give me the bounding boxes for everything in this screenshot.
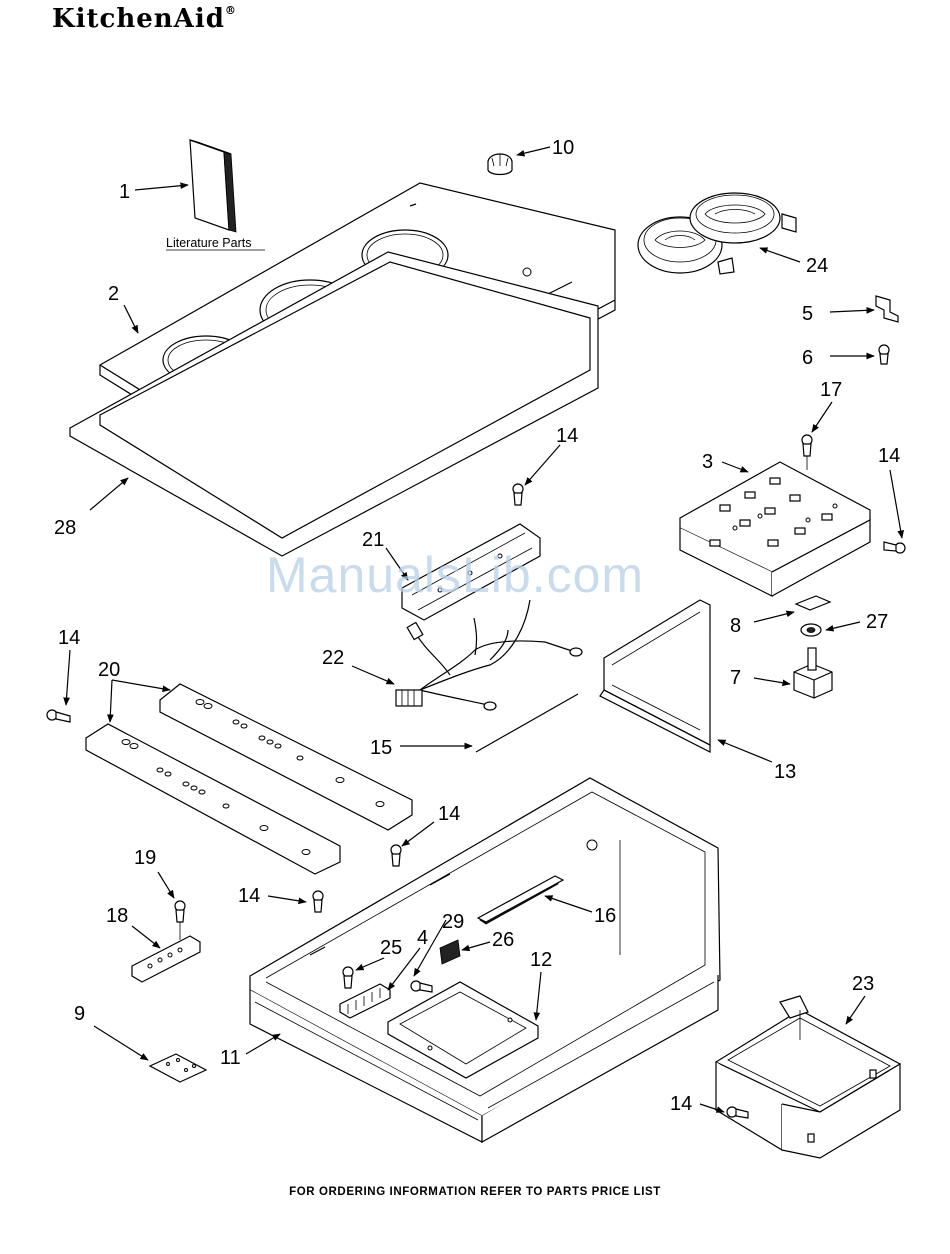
part-knob [488,154,512,175]
part-clip [876,296,898,322]
part-literature-booklet [190,140,236,232]
part-number-14-box: 14 [670,1093,692,1115]
part-number-29: 29 [442,911,464,933]
part-screw-6 [879,345,889,364]
part-brackets-20 [86,684,412,874]
part-box-23 [716,996,900,1158]
part-number-23: 23 [852,973,874,995]
part-number-14-left: 14 [58,627,80,649]
part-radiant-element [638,193,796,274]
part-number-11: 11 [220,1047,241,1069]
part-screw-14-bracket [884,542,905,553]
part-screw-14-upper [513,484,523,505]
part-number-15: 15 [370,737,392,759]
part-plate-9 [150,1054,206,1082]
part-shield-13 [600,600,710,752]
part-number-3: 3 [702,451,713,473]
part-number-24: 24 [806,255,828,277]
part-number-26: 26 [492,929,514,951]
part-number-18: 18 [106,905,128,927]
part-screw-25 [343,967,353,988]
part-number-6: 6 [802,347,813,369]
part-number-22: 22 [322,647,344,669]
part-number-19: 19 [134,847,156,869]
part-base-tray [250,778,720,1142]
part-number-8: 8 [730,615,741,637]
footer-note: FOR ORDERING INFORMATION REFER TO PARTS … [0,1186,950,1198]
part-control-bracket [680,462,870,596]
part-screw-19 [175,901,185,940]
part-number-14-bracket: 14 [878,445,900,467]
part-number-2: 2 [108,283,119,305]
part-switch-7 [794,648,832,698]
part-number-17: 17 [820,379,842,401]
part-number-16: 16 [594,905,616,927]
part-bracket-18 [132,936,200,982]
part-number-9: 9 [74,1003,85,1025]
part-number-12: 12 [530,949,552,971]
part-number-25: 25 [380,937,402,959]
part-number-5: 5 [802,303,813,325]
part-washer-27 [801,624,821,636]
part-screw-17 [802,435,812,470]
part-screw-14-left [47,710,70,722]
part-number-4: 4 [417,927,428,949]
part-number-14-upper: 14 [556,425,578,447]
watermark-text: ManualsLib.com [266,546,644,604]
part-number-7: 7 [730,667,741,689]
literature-parts-label: Literature Parts [166,236,251,250]
part-spacer-8 [796,596,830,610]
part-number-20: 20 [98,659,120,681]
part-number-28: 28 [54,517,76,539]
part-number-10: 10 [552,137,574,159]
part-number-14-lower: 14 [238,885,260,907]
part-number-14-center: 14 [438,803,460,825]
part-number-13: 13 [774,761,796,783]
part-number-27: 27 [866,611,888,633]
part-gasket-frame [70,252,598,556]
part-screw-14-lower [313,891,323,912]
part-number-1: 1 [119,181,130,203]
part-screw-14-center [391,845,401,866]
